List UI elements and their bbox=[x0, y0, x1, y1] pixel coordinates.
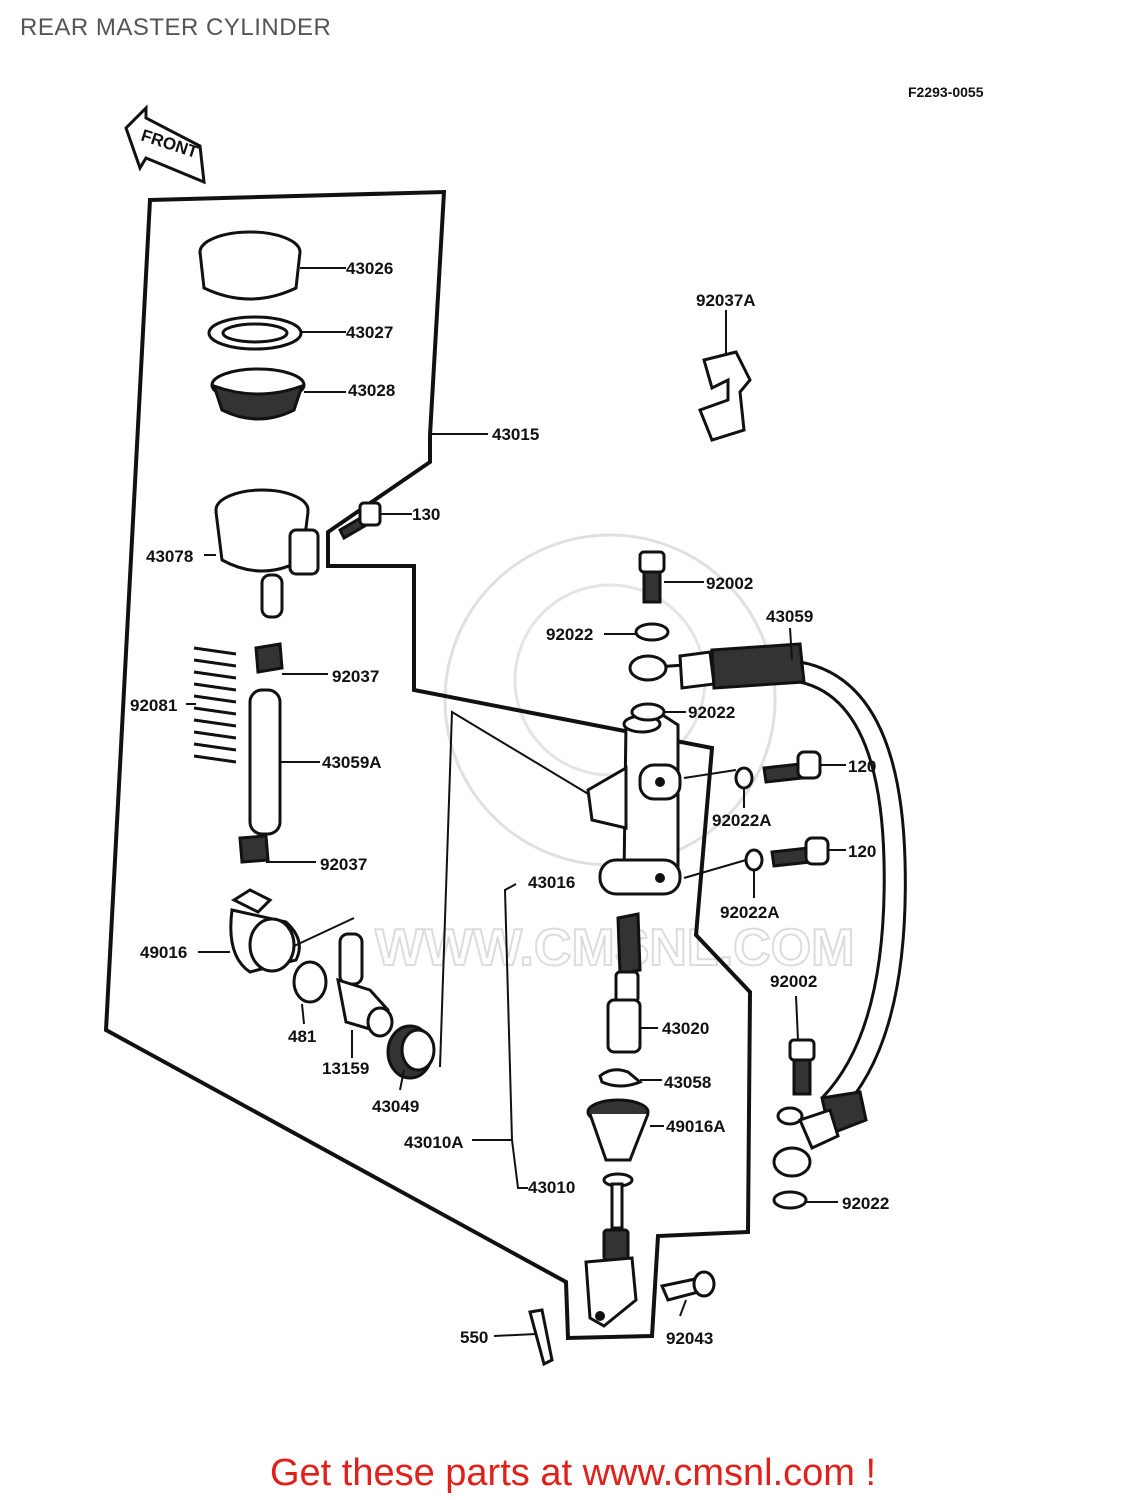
retainer-clip-part bbox=[598, 1068, 643, 1088]
push-rod-part bbox=[584, 1172, 638, 1328]
part-label-120-bottom: 120 bbox=[848, 842, 876, 861]
part-label-49016A: 49016A bbox=[666, 1117, 726, 1136]
part-label-43059: 43059 bbox=[766, 607, 813, 626]
part-label-43026: 43026 bbox=[346, 259, 393, 278]
part-label-92081: 92081 bbox=[130, 696, 177, 715]
part-label-43015: 43015 bbox=[492, 425, 539, 444]
part-label-92043: 92043 bbox=[666, 1329, 713, 1348]
part-label-120-top: 120 bbox=[848, 757, 876, 776]
circlip-481-part bbox=[292, 960, 328, 1004]
part-label-92022A-top: 92022A bbox=[712, 811, 772, 830]
part-label-43020: 43020 bbox=[662, 1019, 709, 1038]
clevis-pin-part bbox=[659, 1270, 716, 1302]
spring-part bbox=[193, 642, 237, 764]
part-label-49016: 49016 bbox=[140, 943, 187, 962]
cms-watermark: WWW.CMSNL.COM bbox=[374, 533, 855, 978]
part-label-43058: 43058 bbox=[664, 1073, 711, 1092]
washer-top-b-part bbox=[630, 702, 666, 722]
banjo-bolt-top-part bbox=[638, 550, 666, 604]
part-label-13159: 13159 bbox=[322, 1059, 369, 1078]
washer-bottom-c-part bbox=[772, 1190, 808, 1210]
bolt-130-part bbox=[338, 501, 382, 541]
brake-hose-part bbox=[628, 642, 907, 1178]
part-label-43010A: 43010A bbox=[404, 1133, 464, 1152]
part-label-481: 481 bbox=[288, 1027, 316, 1046]
hose-clamp-bottom-part bbox=[238, 834, 270, 864]
reservoir-hose-part bbox=[248, 688, 282, 836]
washer-top-a-part bbox=[634, 622, 670, 642]
watermark-text: WWW.CMSNL.COM bbox=[375, 919, 854, 977]
master-cylinder-body-part bbox=[586, 710, 682, 896]
part-label-92022-a: 92022 bbox=[546, 625, 593, 644]
hose-clamp-top-part bbox=[254, 642, 284, 674]
part-label-92037A: 92037A bbox=[696, 291, 756, 310]
part-label-43059A: 43059A bbox=[322, 753, 382, 772]
footer-link[interactable]: Get these parts at www.cmsnl.com ! bbox=[269, 1452, 877, 1494]
part-label-130: 130 bbox=[412, 505, 440, 524]
part-label-92022-c: 92022 bbox=[842, 1194, 889, 1213]
dust-boot-part bbox=[586, 1098, 650, 1162]
clip-92037A-part bbox=[698, 350, 752, 442]
assembly-outline bbox=[103, 189, 753, 1341]
exploded-parts-diagram: WWW.CMSNL.COM F2293-0055 FRONT bbox=[103, 84, 984, 1367]
part-label-92002-top: 92002 bbox=[706, 574, 753, 593]
elbow-13159-part bbox=[336, 932, 394, 1038]
banjo-bolt-bottom-part bbox=[788, 1038, 816, 1096]
page-title: REAR MASTER CYLINDER bbox=[20, 14, 332, 41]
cotter-pin-part bbox=[528, 1308, 554, 1367]
part-label-92002-bottom: 92002 bbox=[770, 972, 817, 991]
part-label-550: 550 bbox=[460, 1328, 488, 1347]
part-label-43049: 43049 bbox=[372, 1097, 419, 1116]
part-label-92022-b: 92022 bbox=[688, 703, 735, 722]
seal-43049-part bbox=[386, 1024, 436, 1080]
figure-code: F2293-0055 bbox=[908, 84, 984, 100]
reservoir-part bbox=[214, 488, 320, 619]
piston-part bbox=[606, 912, 642, 1054]
bolt-120-top-part bbox=[734, 750, 822, 790]
part-label-43028: 43028 bbox=[348, 381, 395, 400]
connector-49016-part bbox=[229, 888, 301, 974]
diaphragm-part bbox=[210, 367, 306, 421]
part-label-43078: 43078 bbox=[146, 547, 193, 566]
reservoir-cap-part bbox=[198, 230, 302, 301]
part-label-43016: 43016 bbox=[528, 873, 575, 892]
part-label-92037-top: 92037 bbox=[332, 667, 379, 686]
bolt-120-bottom-part bbox=[744, 836, 830, 872]
part-label-92037-bottom: 92037 bbox=[320, 855, 367, 874]
washer-bottom-d-part bbox=[776, 1106, 804, 1126]
front-arrow-icon: FRONT bbox=[124, 104, 206, 185]
part-label-43027: 43027 bbox=[346, 323, 393, 342]
part-label-43010: 43010 bbox=[528, 1178, 575, 1197]
part-label-92022A-bottom: 92022A bbox=[720, 903, 780, 922]
